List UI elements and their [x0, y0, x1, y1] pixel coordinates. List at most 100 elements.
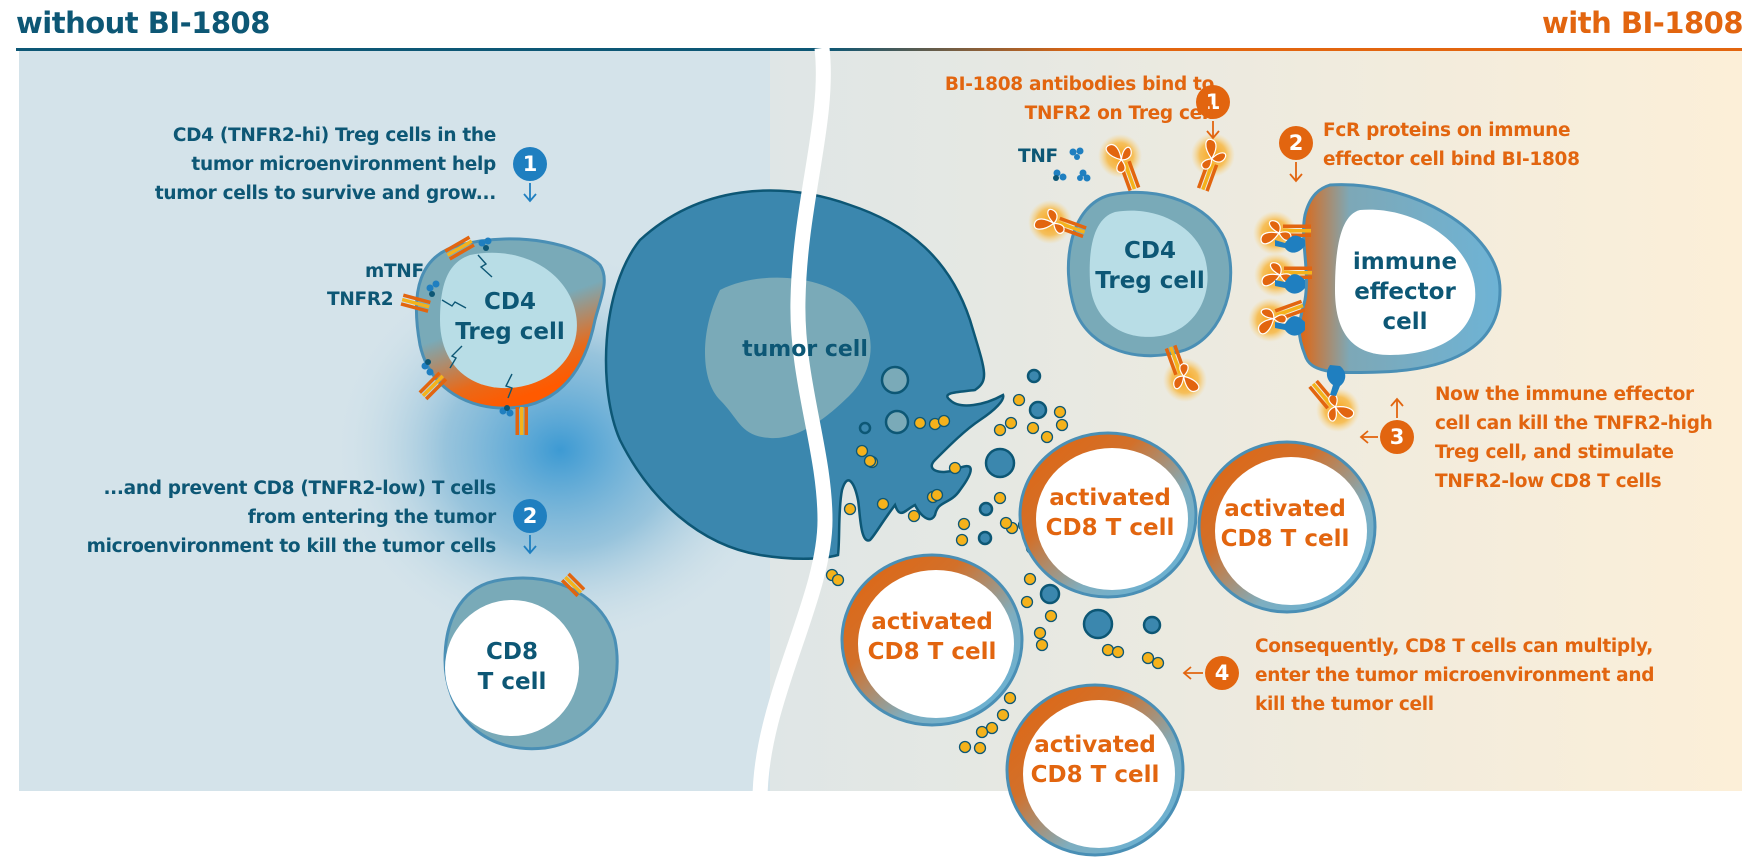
- cytokine-dot: [948, 461, 962, 475]
- text-line: Treg cell: [455, 319, 565, 345]
- vesicles: [858, 365, 1162, 640]
- right-treg-label: CD4 Treg cell: [1080, 236, 1220, 296]
- cytokine-dot: [957, 517, 971, 531]
- antibody: [1163, 344, 1207, 402]
- cytokine-dot: [1044, 609, 1058, 623]
- antibody: [1191, 133, 1235, 192]
- activated-cd8-cell: [1005, 683, 1185, 857]
- cytokine-dot: [1023, 572, 1037, 586]
- right-step4-text: Consequently, CD8 T cells can multiply, …: [1255, 632, 1654, 719]
- bottom-margin: [0, 791, 1757, 857]
- header-divider-line: [16, 48, 1742, 51]
- tumor-cell-nucleus: [705, 277, 871, 439]
- text-line: immune: [1352, 249, 1458, 275]
- antibody: [1098, 134, 1142, 192]
- tnfr2-receptors-left: [400, 235, 528, 435]
- text-line: activated: [1034, 732, 1156, 758]
- mtnf-label: mTNF: [365, 261, 424, 282]
- mtnf-molecules-left: [421, 237, 514, 417]
- left-treg-cell: [414, 237, 606, 410]
- activated-cd8-cell: [1197, 440, 1377, 614]
- text-line: Treg cell, and stimulate: [1435, 442, 1674, 463]
- header-with-bi1808: with BI-1808: [1542, 6, 1743, 40]
- cytokine-dot: [996, 708, 1010, 722]
- text-line: Treg cell: [1095, 268, 1205, 294]
- activated-cell-label-3: activated CD8 T cell: [852, 607, 1012, 667]
- step-number-right-2: 2: [1288, 131, 1304, 155]
- cytokine-dot: [1033, 626, 1047, 640]
- activated-cell-label-2: activated CD8 T cell: [1205, 494, 1365, 554]
- step-number-right-4: 4: [1214, 661, 1230, 685]
- text-line: cell: [1382, 309, 1428, 335]
- step-number-left-2: 2: [522, 504, 538, 528]
- antibody: [1028, 200, 1087, 244]
- cytokine-dot: [1101, 643, 1115, 657]
- cytokine-dot: [975, 725, 989, 739]
- cytokine-dot: [1020, 595, 1034, 609]
- text-line: cell can kill the TNFR2-high: [1435, 413, 1713, 434]
- cytokine-dot: [1035, 638, 1049, 652]
- cytokine-dot: [831, 573, 845, 587]
- antibody: [1248, 298, 1306, 342]
- text-line: BI-1808 antibodies bind to: [944, 74, 1214, 95]
- cytokine-dot: [843, 502, 857, 516]
- cytokine-dot: [993, 491, 1007, 505]
- step-badges-right: [1196, 85, 1414, 690]
- text-line: activated: [1224, 496, 1346, 522]
- cytokine-dot: [930, 488, 944, 502]
- text-line: activated: [1049, 485, 1171, 511]
- effector-cell-label: immune effector cell: [1335, 247, 1475, 337]
- arrows-right: [1182, 121, 1404, 680]
- antibody: [1308, 379, 1360, 432]
- cytokine-dot: [958, 740, 972, 754]
- cytokine-dot: [1111, 645, 1125, 659]
- right-step2-text: FcR proteins on immune effector cell bin…: [1323, 116, 1580, 174]
- text-line: TNFR2-low CD8 T cells: [1435, 471, 1662, 492]
- panel-divider-curve: [752, 47, 833, 801]
- left-step2-text: ...and prevent CD8 (TNFR2-low) T cells f…: [36, 474, 497, 561]
- cytokine-dot: [985, 721, 999, 735]
- text-line: kill the tumor cell: [1255, 694, 1434, 715]
- text-line: FcR proteins on immune: [1323, 120, 1571, 141]
- activated-cell-label-4: activated CD8 T cell: [1015, 730, 1175, 790]
- text-line: effector: [1354, 279, 1456, 305]
- text-line: CD8: [486, 639, 538, 665]
- activated-cd8-cell: [840, 553, 1024, 727]
- text-line: T cell: [477, 669, 547, 695]
- text-line: Consequently, CD8 T cells can multiply,: [1255, 636, 1653, 657]
- right-step3-text: Now the immune effector cell can kill th…: [1435, 380, 1713, 496]
- cytokine-dot: [937, 414, 951, 428]
- tnfr2-label: TNFR2: [327, 289, 394, 310]
- activated-cd8-cell: [1018, 431, 1198, 599]
- cytokine-dot: [1151, 656, 1165, 670]
- cytokine-dot: [1026, 421, 1040, 435]
- cytokine-dot: [1141, 651, 1155, 665]
- fcr-proteins: [1275, 235, 1346, 396]
- text-line: tumor microenvironment help: [191, 154, 496, 175]
- cytokine-dot: [1053, 405, 1067, 419]
- right-treg-cell: [1066, 190, 1233, 358]
- cytokine-dot: [855, 444, 869, 458]
- cytokine-dot: [907, 509, 921, 523]
- text-line: Now the immune effector: [1435, 384, 1694, 405]
- down-arrows-left: [523, 183, 537, 555]
- step-number-left-1: 1: [522, 152, 538, 176]
- text-line: CD4: [484, 289, 536, 315]
- text-line: CD4 (TNFR2-hi) Treg cells in the: [172, 125, 496, 146]
- cytokine-dot: [876, 497, 890, 511]
- cytokine-dot: [993, 423, 1007, 437]
- text-line: enter the tumor microenvironment and: [1255, 665, 1655, 686]
- cytokine-dot: [1003, 691, 1017, 705]
- text-line: ...and prevent CD8 (TNFR2-low) T cells: [103, 478, 496, 499]
- signal-arrows-left: [441, 254, 513, 399]
- text-line: CD8 T cell: [867, 639, 997, 665]
- header-without-bi1808: without BI-1808: [16, 6, 270, 40]
- text-line: effector cell bind BI-1808: [1323, 149, 1580, 170]
- text-line: from entering the tumor: [247, 507, 497, 528]
- cytokine-dot: [1040, 430, 1054, 444]
- step-badge-left-2: [513, 499, 547, 533]
- text-line: activated: [871, 609, 993, 635]
- left-step1-text: CD4 (TNFR2-hi) Treg cells in the tumor m…: [76, 121, 496, 208]
- activated-cd8-cells: [840, 431, 1377, 857]
